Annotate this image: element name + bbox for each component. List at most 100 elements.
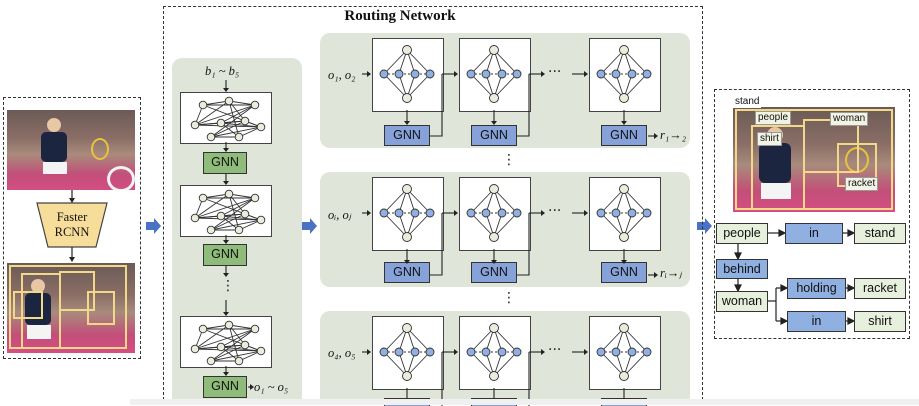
flow-arrowhead bbox=[367, 349, 371, 355]
graph-node bbox=[466, 208, 476, 218]
encoder-input-label: b₁ ~ b₅ bbox=[205, 64, 240, 78]
bottom-strip bbox=[130, 399, 919, 405]
graph-edge bbox=[383, 351, 408, 377]
graph-node bbox=[497, 69, 507, 79]
graph-node bbox=[198, 324, 208, 334]
graph-node bbox=[234, 132, 244, 142]
flow-arrowhead bbox=[541, 210, 545, 216]
graph-edge bbox=[194, 100, 230, 126]
graph-edge bbox=[383, 73, 408, 99]
routing-vdots: ⋮ bbox=[502, 290, 516, 306]
graph-node bbox=[206, 225, 216, 235]
flow-arrowhead bbox=[454, 210, 458, 216]
graph-node bbox=[619, 323, 629, 333]
flow-arrowhead bbox=[367, 71, 371, 77]
sg-predicate-behind: behind bbox=[716, 259, 768, 279]
graph-edge bbox=[194, 348, 262, 352]
graph-edge bbox=[210, 328, 256, 362]
graph-edge bbox=[623, 49, 648, 75]
graph-node bbox=[402, 184, 412, 194]
bbox bbox=[13, 291, 43, 319]
graph-edge bbox=[194, 328, 256, 350]
flow-arrowhead bbox=[223, 240, 229, 244]
graph-edge bbox=[383, 49, 408, 75]
graph-node bbox=[642, 69, 652, 79]
graph-node bbox=[190, 213, 200, 223]
routing-gnn-block: GNN bbox=[601, 262, 647, 283]
input-photo bbox=[7, 110, 135, 190]
graph-node bbox=[240, 209, 250, 219]
graph-node bbox=[379, 208, 389, 218]
sg-node-people: people bbox=[716, 223, 768, 244]
routing-network-box bbox=[163, 6, 703, 405]
flow-arrowhead bbox=[223, 88, 229, 92]
graph-edge bbox=[470, 212, 495, 238]
encoder-vdots: ⋮ bbox=[221, 278, 235, 294]
graph-edge bbox=[470, 188, 495, 214]
graph-edge bbox=[600, 327, 625, 353]
graph-node bbox=[642, 208, 652, 218]
routing-gnn-block: GNN bbox=[471, 262, 517, 283]
bbox bbox=[87, 291, 115, 325]
graph-edge bbox=[210, 344, 246, 362]
routing-row-input: oᵢ, oⱼ bbox=[328, 208, 351, 222]
graph-node bbox=[256, 346, 266, 356]
graph-edge bbox=[210, 126, 262, 138]
routing-row-output: rᵢ→ⱼ bbox=[660, 266, 682, 280]
faster-rcnn-line1: Faster bbox=[56, 210, 88, 224]
graph-node bbox=[216, 118, 226, 128]
graph-edge bbox=[470, 73, 495, 99]
photo-tag-people: people bbox=[755, 111, 792, 125]
graph-edge bbox=[194, 104, 256, 126]
routing-network-title: Routing Network bbox=[344, 8, 456, 24]
stage-arrow bbox=[302, 218, 317, 234]
flow-arrowhead bbox=[654, 272, 658, 278]
graph-edge bbox=[220, 104, 256, 124]
graph-node bbox=[611, 347, 621, 357]
graph-node bbox=[394, 347, 404, 357]
sg-node-shirt: shirt bbox=[854, 311, 906, 332]
graph-node bbox=[250, 100, 260, 110]
flow-arrowhead bbox=[223, 372, 229, 376]
graph-edge bbox=[202, 324, 230, 330]
graph-edge bbox=[194, 324, 230, 350]
bbox bbox=[735, 109, 893, 210]
graph-node bbox=[596, 347, 606, 357]
graph-edge bbox=[228, 324, 256, 330]
encoder-output-label: o₁ ~ o₅ bbox=[254, 380, 289, 394]
flow-arrowhead bbox=[541, 349, 545, 355]
graph-node bbox=[512, 69, 522, 79]
stage-arrow bbox=[697, 218, 712, 234]
flow-arrowhead bbox=[454, 349, 458, 355]
graph-node bbox=[512, 208, 522, 218]
graph-node bbox=[619, 232, 629, 242]
graph-edge bbox=[623, 351, 648, 377]
graph-edge bbox=[220, 197, 256, 217]
encoder-gnn-block: GNN bbox=[203, 152, 247, 174]
graph-edge bbox=[194, 124, 262, 128]
sg-predicate-in: in bbox=[787, 311, 846, 332]
routing-hdots: ··· bbox=[548, 64, 562, 80]
graph-node bbox=[240, 340, 250, 350]
graph-node bbox=[596, 208, 606, 218]
graph-edge bbox=[228, 324, 240, 362]
graph-node bbox=[190, 120, 200, 130]
encoder-gnn-block: GNN bbox=[203, 376, 247, 398]
graph-node bbox=[481, 69, 491, 79]
graph-node bbox=[402, 45, 412, 55]
graph-node bbox=[619, 45, 629, 55]
detected-photo bbox=[7, 263, 135, 353]
graph-edge bbox=[220, 122, 262, 128]
graph-node bbox=[410, 347, 420, 357]
graph-edge bbox=[194, 197, 256, 219]
graph-node bbox=[512, 347, 522, 357]
stage-arrow bbox=[146, 218, 161, 234]
graph-edge bbox=[194, 217, 262, 221]
faster-rcnn-line2: RCNN bbox=[54, 225, 90, 239]
graph-edge bbox=[493, 73, 518, 99]
graph-node bbox=[250, 193, 260, 203]
graph-edge bbox=[220, 346, 262, 352]
graph-edge bbox=[406, 188, 431, 214]
